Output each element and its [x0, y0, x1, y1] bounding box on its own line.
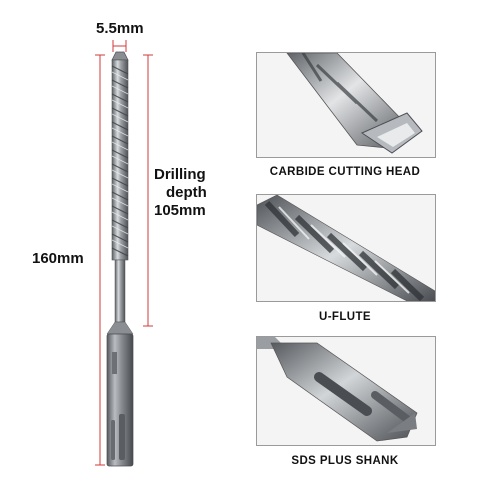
drilling-depth-label: Drilling depth 105mm — [154, 166, 207, 220]
drilling-depth-value: 105mm — [154, 202, 206, 219]
drill-bit-illustration — [95, 40, 153, 467]
carbide-tip — [111, 51, 129, 61]
drilling-depth-word1: Drilling — [154, 166, 206, 183]
total-length-line — [95, 54, 105, 466]
neck — [114, 259, 126, 323]
caption-sds-shank: SDS PLUS SHANK — [291, 455, 399, 467]
u-flute-image — [257, 195, 435, 301]
drilling-depth-word2: depth — [166, 184, 207, 201]
sds-shank-image — [257, 337, 418, 442]
drilling-depth-line — [143, 54, 153, 327]
caption-carbide-head: CARBIDE CUTTING HEAD — [269, 166, 421, 178]
detail-panel-sds-shank — [256, 336, 436, 446]
diameter-indicator — [112, 40, 127, 52]
detail-panel-carbide-head — [256, 52, 436, 158]
detail-panel-u-flute — [256, 194, 436, 302]
total-length-label: 160mm — [32, 250, 84, 267]
drill-bit-figure: 5.5mm 160mm Drilling depth 105mm — [0, 0, 230, 500]
diameter-label: 5.5mm — [96, 20, 144, 37]
caption-u-flute: U-FLUTE — [319, 311, 371, 323]
carbide-head-image — [286, 53, 423, 154]
